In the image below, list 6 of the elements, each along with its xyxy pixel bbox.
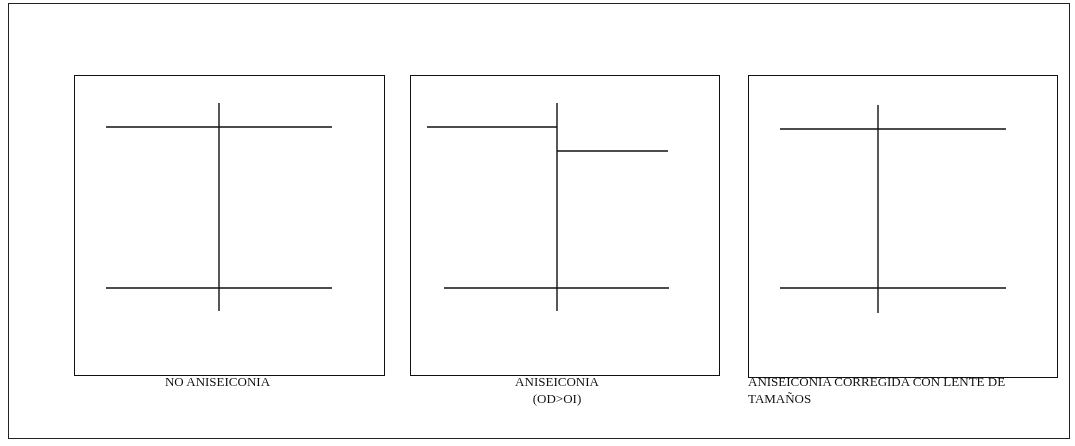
panel-caption: NO ANISEICONIA (163, 373, 272, 390)
panel-caption: ANISEICONIA (OD>OI) (514, 373, 600, 407)
figure-panel (748, 75, 1058, 378)
figure-panel (410, 75, 720, 376)
figure-panel (74, 75, 385, 376)
panel-caption: ANISEICONIA CORREGIDA CON LENTE DE TAMAÑOS (748, 373, 1007, 407)
